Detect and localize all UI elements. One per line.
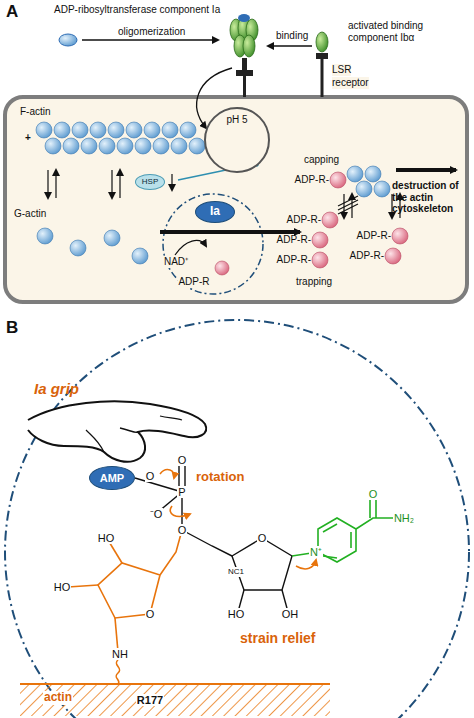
label: + [25,132,31,144]
label: ADP-R- [277,254,311,266]
label: NH₂ [393,512,415,525]
sphere [356,181,372,197]
sphere [126,122,142,138]
label: ADP-R- [287,214,321,226]
sphere [365,166,381,182]
label: O [368,488,379,501]
node-text: Ia [210,205,220,218]
label: NH [111,648,129,661]
sphere [99,138,115,154]
label: A [6,2,18,22]
label: ADP-R- [277,234,311,246]
label: OH [281,608,300,621]
label: ADP-ribosyltransferase component Ia [54,4,220,16]
sphere [144,122,160,138]
node-text: HSP [142,178,158,187]
label: binding [276,30,308,42]
label: ADP-R- [357,230,391,242]
sphere [135,138,151,154]
label: R177 [136,694,164,707]
label: activated binding component Ibα [348,20,468,43]
protein-ellipse: AMP [89,466,135,490]
sphere [70,240,86,256]
sphere [171,138,187,154]
node-text: AMP [100,472,124,484]
label: strain relief [240,630,315,646]
sphere [72,122,88,138]
sphere [36,122,52,138]
sphere [54,122,70,138]
label: O [177,524,188,537]
sphere [189,138,205,154]
label: HO [227,608,246,621]
sphere [330,172,346,188]
label: ADP-R- [295,174,329,186]
sphere [81,138,97,154]
sphere [132,248,148,264]
sphere [153,138,169,154]
sphere [392,228,408,244]
sphere [322,212,338,228]
label: ADP-R- [350,250,384,262]
sphere [45,138,61,154]
sphere [162,122,178,138]
label: O [177,454,188,467]
label: O [145,608,156,621]
sphere [63,138,79,154]
sphere [215,261,229,275]
sphere [374,181,390,197]
sphere [180,122,196,138]
protein-ellipse: HSP [135,174,165,190]
label: P [177,486,186,499]
label: trapping [296,276,332,288]
label: B [6,318,18,338]
sphere [385,248,401,264]
sphere [312,252,328,268]
label: O [257,532,268,545]
label: O [145,470,156,483]
sphere [90,122,106,138]
label: NAD⁺ [164,256,188,268]
label: actin [43,691,73,705]
sphere [117,138,133,154]
label: G-actin [14,208,46,220]
label: ⁻O [149,508,164,521]
protein-ellipse: Ia [195,201,235,223]
label: destruction of the actin cytoskeleton [392,180,466,215]
sphere [108,122,124,138]
sphere [37,228,53,244]
label: capping [304,154,339,166]
label: Ia grip [34,380,79,397]
label: HO [97,532,116,545]
sphere [104,230,120,246]
label: N⁺ [309,546,323,559]
label: LSR [332,64,351,76]
label: receptor [332,77,369,89]
node-text: pH 5 [226,114,247,125]
label: oligomerization [118,26,185,38]
sphere [312,232,328,248]
label: F-actin [20,106,51,118]
endosome: pH 5 [204,107,270,173]
label: NC1 [227,567,245,576]
label: ADP-R [178,276,209,288]
sphere [347,166,363,182]
label: HO [53,581,72,594]
label: rotation [196,470,244,485]
